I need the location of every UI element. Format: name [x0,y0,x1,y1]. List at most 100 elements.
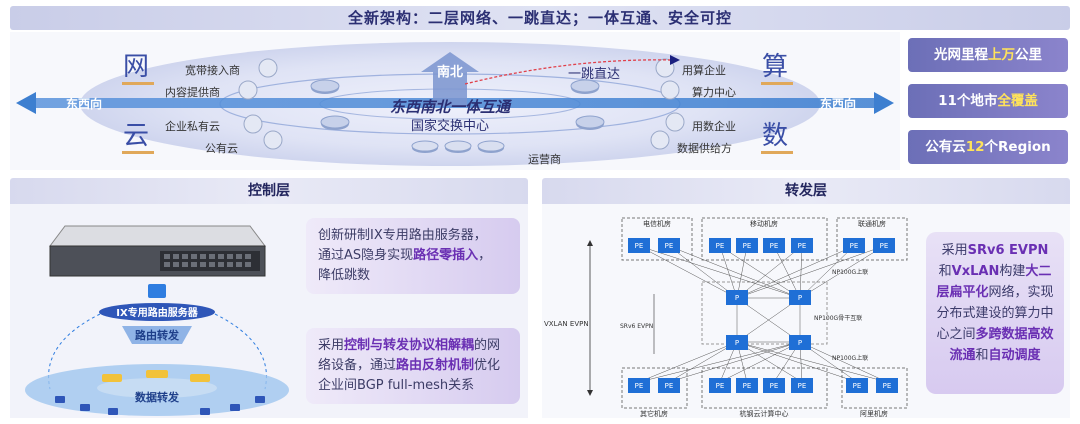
device-label-pill [99,303,215,321]
route-forward-band [122,326,192,344]
center-sub: 国家交换中心 [411,118,489,134]
svg-text:PE: PE [883,382,892,390]
control-layer-panel: 控制层 IX专用路由服务器 路由转发 数据转发 [10,178,528,418]
label-private-cloud: 企业私有云 [165,119,220,133]
data-enterprise-icon [665,112,685,132]
room-hangzhou-label: 杭钢云计算中心 [740,409,789,418]
operator-router-2-icon [444,140,472,153]
room-alibaba-box [841,367,908,409]
compute-enterprise-icon [655,58,675,78]
corner-cloud-underline [122,151,154,154]
room-other-label: 其它机房 [640,409,668,418]
svg-text:PE: PE [880,242,889,250]
svg-text:PE: PE [716,382,725,390]
pe-bottom-row [628,378,898,393]
srv6-label: SRv6 EVPN [620,323,653,330]
np-label-3: NP100G上联 [832,354,868,362]
route-forward-label: 路由转发 [135,328,180,342]
right-arrowhead [874,92,894,114]
svg-text:P: P [735,339,739,347]
svg-text:PE: PE [716,242,725,250]
banner-title: 全新架构：二层网络、一跳直达；一体互通、安全可控 [10,6,1070,30]
label-public-cloud: 公有云 [205,141,238,155]
content-provider-icon [238,80,258,100]
compute-center-icon [660,80,680,100]
forward-layer-title: 转发层 [542,178,1070,204]
control-diagram: IX专用路由服务器 路由转发 数据转发 [25,225,289,416]
router-right-top-icon [570,79,600,94]
center-title: 东西南北一体互通 [390,98,513,116]
svg-text:PE: PE [770,242,779,250]
data-forward-core [97,378,217,398]
arrow-up-label: 南北 [437,64,463,80]
arrow-left-label: 东西向 [66,96,102,111]
private-cloud-icon [243,114,263,134]
corner-net: 网 [123,52,149,82]
stat-fiber: 光网里程上万公里 [908,38,1068,72]
control-callout-1: 创新研制IX专用路由服务器， 通过AS隐身实现路径零插入， 降低跳数 [306,218,520,294]
room-unicom-label: 联通机房 [858,219,886,228]
north-arrow [421,52,479,106]
svg-text:PE: PE [665,242,674,250]
stat-cities: 11个地市全覆盖 [908,84,1068,118]
svg-text:PE: PE [635,382,644,390]
svg-text:PE: PE [798,382,807,390]
room-telecom-label: 电信机房 [643,219,671,228]
server-top-icon [49,225,266,247]
hop-label: 一跳直达 [568,67,620,82]
svg-text:PE: PE [635,242,644,250]
core-box [701,281,828,345]
forward-callout: 采用SRv6 EVPN和VxLAN构建大二层扁平化网络，实现分布式建设的算力中心… [926,232,1064,394]
arc-right [214,313,267,390]
label-data-enterprise: 用数企业 [692,119,736,133]
svg-text:PE: PE [853,382,862,390]
data-forward-label: 数据转发 [135,390,180,404]
room-hangzhou-box [701,367,828,409]
label-compute-center: 算力中心 [692,85,736,99]
room-mobile-label: 移动机房 [750,219,778,228]
broadband-icon [258,58,278,78]
label-compute-enterprise: 用算企业 [682,63,726,77]
router-server-stack-icon [148,284,166,298]
pe-bottom-labels: PE PE PE PE PE PE PE PE [635,382,892,390]
left-arrowhead [16,92,36,114]
p-core-nodes [726,290,811,350]
corner-compute-underline [761,82,793,85]
svg-text:PE: PE [665,382,674,390]
room-unicom-box [836,217,908,261]
np-label-2: NP100G骨干互联 [814,314,862,322]
router-left-bottom-icon [320,115,350,130]
room-alibaba-label: 阿里机房 [860,409,888,418]
operator-router-3-icon [477,140,505,153]
room-other-box [621,367,688,409]
label-data-supplier: 数据供给方 [677,141,732,155]
control-callout-2: 采用控制与转发协议相解耦的网络设备，通过路由反射机制优化企业间BGP full-… [306,328,520,404]
np-label-1: NP100G上联 [832,268,868,276]
svg-text:PE: PE [770,382,779,390]
corner-data: 数 [762,121,788,151]
control-layer-title: 控制层 [10,178,528,204]
architecture-overview: 东西向 东西向 南北 东西南北一体互通 国家交换中心 一跳直达 宽带接入商 内容… [10,32,900,170]
corner-net-underline [122,82,154,85]
room-telecom-box [621,217,693,261]
operator-router-1-icon [411,140,439,153]
forward-topology: 电信机房 移动机房 联通机房 其它机房 杭钢云计算中心 阿里机房 [544,217,908,418]
corner-data-underline [761,151,793,154]
hop-arrow-icon [670,55,680,65]
public-cloud-icon [263,130,283,150]
data-supplier-icon [650,130,670,150]
arrow-right-label: 东西向 [820,96,856,111]
arc-left [48,313,101,390]
hop-curve [464,59,673,85]
vxlan-arrow-top-icon [587,240,593,246]
corner-cloud: 云 [123,121,149,151]
svg-text:PE: PE [743,382,752,390]
label-broadband: 宽带接入商 [185,63,240,77]
label-operator: 运营商 [528,152,561,166]
label-content: 内容提供商 [165,85,220,99]
device-label: IX专用路由服务器 [116,306,198,319]
svg-text:PE: PE [743,242,752,250]
forward-nodes-blue [55,396,265,415]
svg-text:PE: PE [850,242,859,250]
